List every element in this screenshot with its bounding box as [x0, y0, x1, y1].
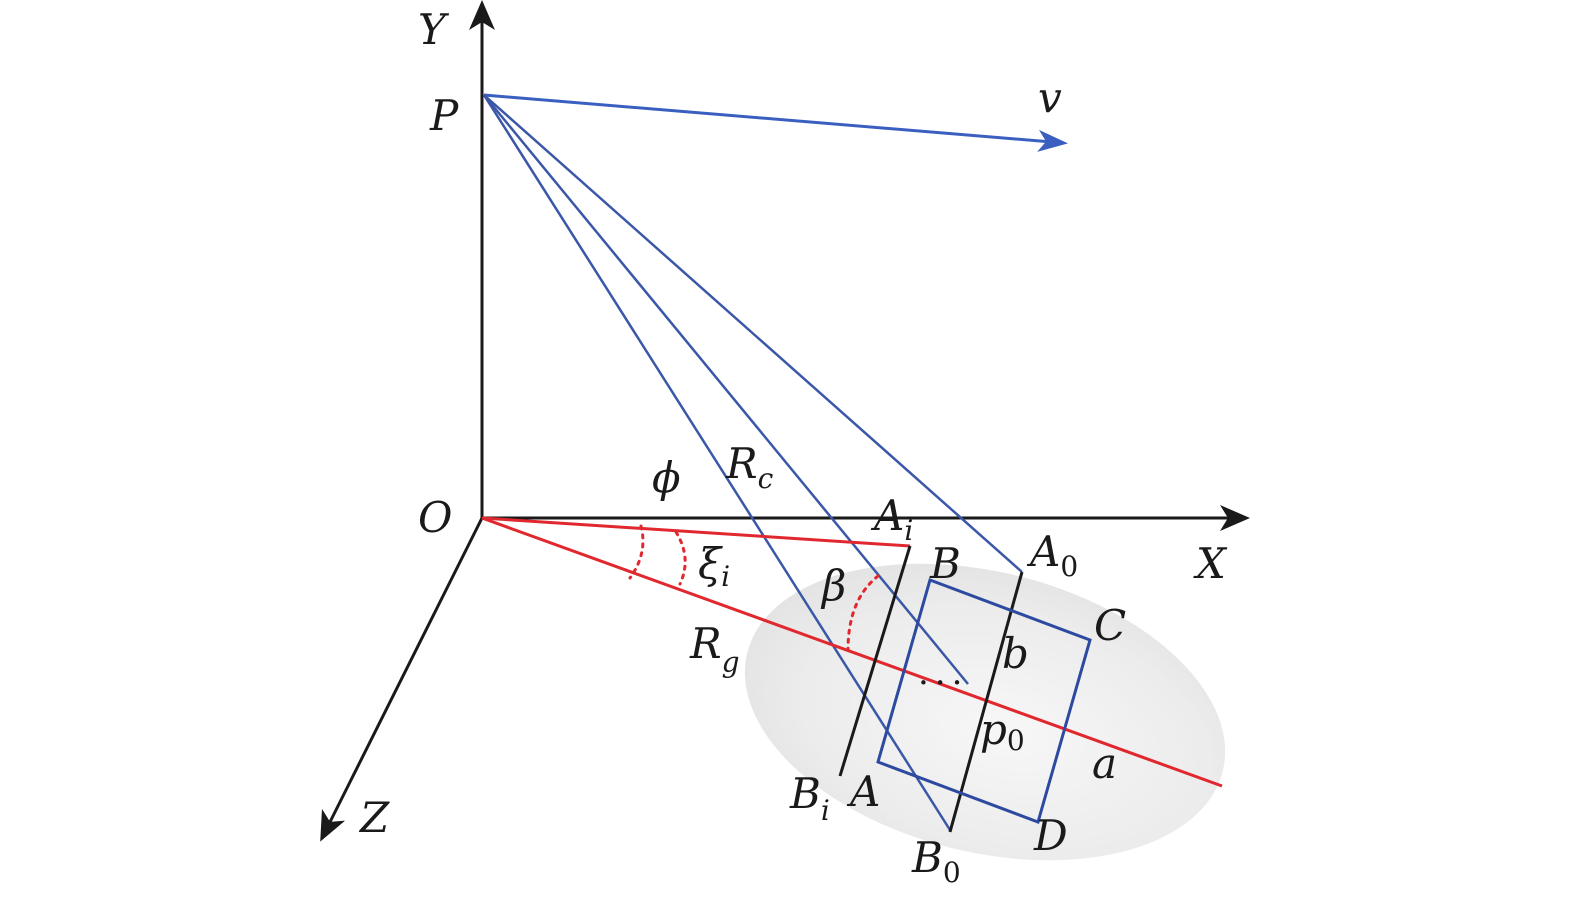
point-label-A0: A0 — [1026, 527, 1078, 583]
point-label-Ai: Ai — [870, 491, 913, 547]
z-axis-label: Z — [358, 793, 390, 842]
slant-line-to-B0 — [482, 94, 952, 831]
y-axis-label: Y — [418, 5, 450, 54]
point-label-Bi: Bi — [789, 769, 830, 827]
phi-angle-arc — [628, 524, 645, 580]
angle-label-xi-i: ξi — [698, 539, 730, 593]
cell-length-label-a: a — [1092, 739, 1117, 788]
beta-angle-arc — [846, 574, 880, 652]
corner-label-C: C — [1094, 601, 1126, 650]
ellipsis-dots: ... — [918, 653, 968, 693]
slant-range-label-Rc: Rc — [725, 439, 774, 495]
point-label-p0: p0 — [980, 705, 1025, 757]
velocity-label-v: v — [1038, 73, 1062, 122]
point-label-B0: B0 — [911, 833, 961, 889]
angle-label-beta: β — [820, 561, 846, 610]
range-line-A0-B0 — [948, 571, 1024, 833]
corner-label-D: D — [1033, 811, 1068, 860]
ground-range-line-Rg — [481, 516, 1223, 788]
ground-line-to-Ai — [481, 516, 911, 548]
x-axis-label: X — [1193, 539, 1228, 588]
platform-label-P: P — [429, 91, 459, 140]
slant-line-to-A0 — [483, 94, 1023, 573]
angle-label-phi: ϕ — [652, 453, 681, 502]
slant-line-to-p0 — [483, 94, 969, 685]
range-line-Ai-Bi — [838, 545, 912, 777]
imaging-cell-ABCD — [876, 578, 1092, 824]
corner-label-A: A — [846, 767, 880, 816]
ground-range-label-Rg: Rg — [689, 619, 740, 679]
xi-angle-arc — [674, 530, 687, 586]
origin-label: O — [418, 493, 452, 542]
antenna-footprint-ellipse — [744, 563, 1226, 861]
velocity-vector — [483, 93, 1068, 152]
corner-label-B: B — [929, 539, 961, 588]
cell-width-label-b: b — [1002, 629, 1029, 678]
z-axis — [320, 517, 484, 842]
